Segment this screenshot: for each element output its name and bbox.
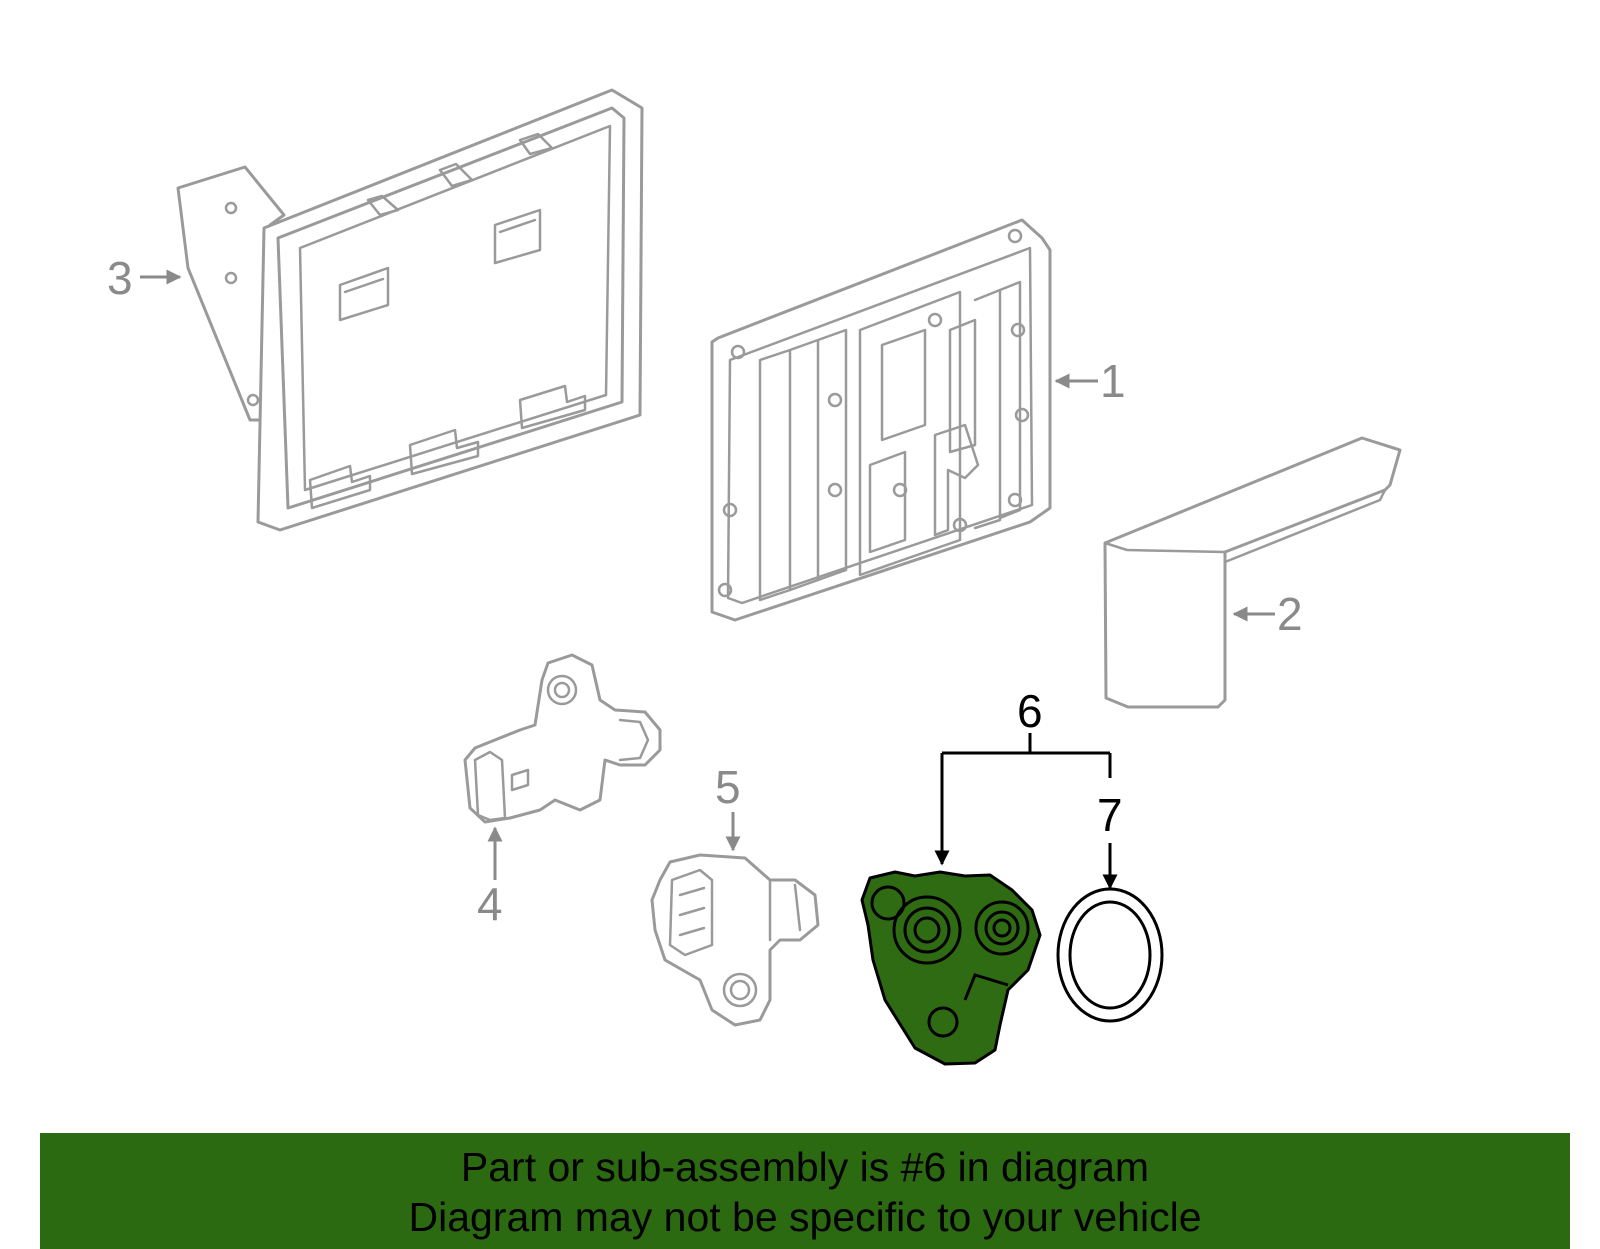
- leader-6-7: [934, 733, 1118, 890]
- part-6-sensor-highlighted[interactable]: [860, 870, 1042, 1066]
- callout-5: 5: [715, 761, 741, 813]
- callout-7: 7: [1097, 789, 1123, 841]
- part-1-control-module[interactable]: [710, 218, 1052, 622]
- banner-line-2: Diagram may not be specific to your vehi…: [408, 1194, 1202, 1240]
- part-3-bracket[interactable]: [176, 88, 644, 532]
- info-banner: Part or sub-assembly is #6 in diagram Di…: [40, 1133, 1570, 1249]
- part-4-sensor[interactable]: [463, 653, 662, 824]
- callout-4: 4: [477, 878, 503, 930]
- callout-3: 3: [107, 252, 133, 304]
- callout-6: 6: [1017, 685, 1043, 737]
- part-5-sensor[interactable]: [650, 853, 820, 1027]
- part-2-cover[interactable]: [1103, 436, 1402, 709]
- part-7-seal[interactable]: [1056, 887, 1164, 1023]
- banner-line-1: Part or sub-assembly is #6 in diagram: [460, 1144, 1150, 1190]
- callout-2: 2: [1277, 588, 1303, 640]
- callout-1: 1: [1100, 355, 1126, 407]
